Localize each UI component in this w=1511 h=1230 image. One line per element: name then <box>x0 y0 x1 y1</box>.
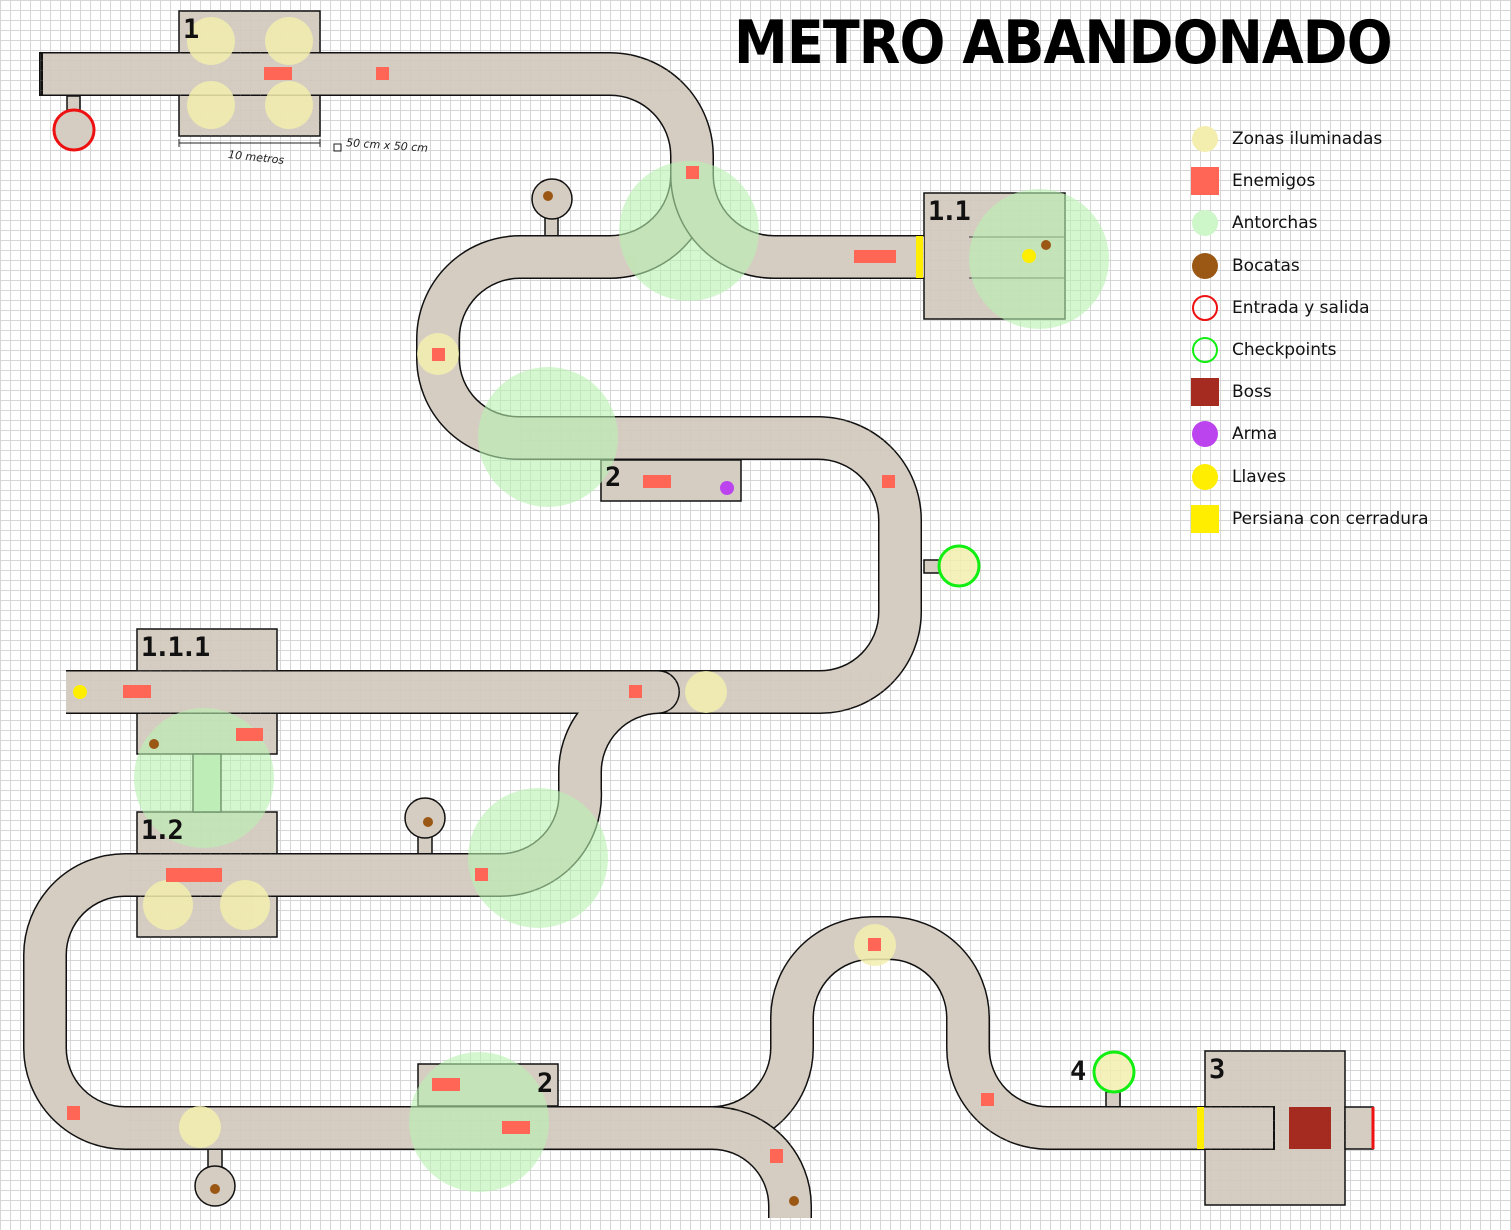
legend-label: Zonas iluminadas <box>1232 129 1383 150</box>
zone-label-4: 4 <box>1070 1056 1086 1087</box>
boss-icon <box>1191 378 1219 407</box>
main-tunnel <box>39 52 922 714</box>
checkpoint <box>937 544 981 588</box>
zone-label-1-1-1: 1.1.1 <box>141 632 210 663</box>
legend-item-checkpoints: Checkpoints <box>1188 329 1429 371</box>
legend: Zonas iluminadas Enemigos Antorchas Boca… <box>1188 118 1429 540</box>
locked-shutter-3 <box>1197 1107 1204 1149</box>
legend-label: Checkpoints <box>1232 340 1337 361</box>
boss <box>1289 1107 1331 1149</box>
legend-item-keys: Llaves <box>1188 456 1429 498</box>
checkpoint <box>1092 1050 1136 1094</box>
locked-shutter-icon <box>1191 504 1219 533</box>
checkpoint-icon <box>1192 337 1218 364</box>
torch-icon <box>1192 210 1218 237</box>
weapon-icon <box>1192 421 1218 448</box>
page-title: METRO ABANDONADO <box>734 8 1393 78</box>
legend-label: Persiana con cerradura <box>1232 508 1429 529</box>
zone-label-1: 1 <box>183 14 199 45</box>
zone-label-1-1: 1.1 <box>928 196 971 227</box>
zone-label-3: 3 <box>1209 1054 1225 1085</box>
legend-label: Enemigos <box>1232 171 1316 192</box>
legend-item-lit-zones: Zonas iluminadas <box>1188 118 1429 160</box>
sandwiches <box>149 191 1051 1206</box>
legend-label: Boss <box>1232 382 1272 403</box>
legend-label: Entrada y salida <box>1232 297 1370 318</box>
entrance-exit <box>52 108 96 152</box>
zone-label-2-bottom: 2 <box>537 1068 553 1099</box>
scale-bar <box>178 139 342 152</box>
enemies <box>67 67 994 1163</box>
key-icon <box>1192 463 1218 490</box>
legend-label: Antorchas <box>1232 213 1318 234</box>
legend-item-sandwiches: Bocatas <box>1188 245 1429 287</box>
legend-item-boss: Boss <box>1188 371 1429 413</box>
enemy-icon <box>1191 167 1219 196</box>
main-tunnel-fill <box>39 53 921 713</box>
legend-item-entrance-exit: Entrada y salida <box>1188 287 1429 329</box>
zone-label-1-2: 1.2 <box>141 815 184 846</box>
entrance-exit-icon <box>1192 294 1218 321</box>
zone-label-2-top: 2 <box>605 462 621 493</box>
lit-zone-icon <box>1192 126 1218 153</box>
lit-zones <box>143 17 1134 1148</box>
legend-label: Bocatas <box>1232 255 1300 276</box>
legend-label: Arma <box>1232 424 1278 445</box>
legend-item-locked-shutter: Persiana con cerradura <box>1188 498 1429 540</box>
legend-item-enemies: Enemigos <box>1188 160 1429 202</box>
legend-item-torches: Antorchas <box>1188 202 1429 244</box>
sandwich-icon <box>1192 252 1218 279</box>
locked-shutter-1-1 <box>916 236 923 278</box>
keys <box>73 249 1036 699</box>
legend-label: Llaves <box>1232 466 1286 487</box>
weapon <box>720 481 734 495</box>
legend-item-weapon: Arma <box>1188 413 1429 455</box>
